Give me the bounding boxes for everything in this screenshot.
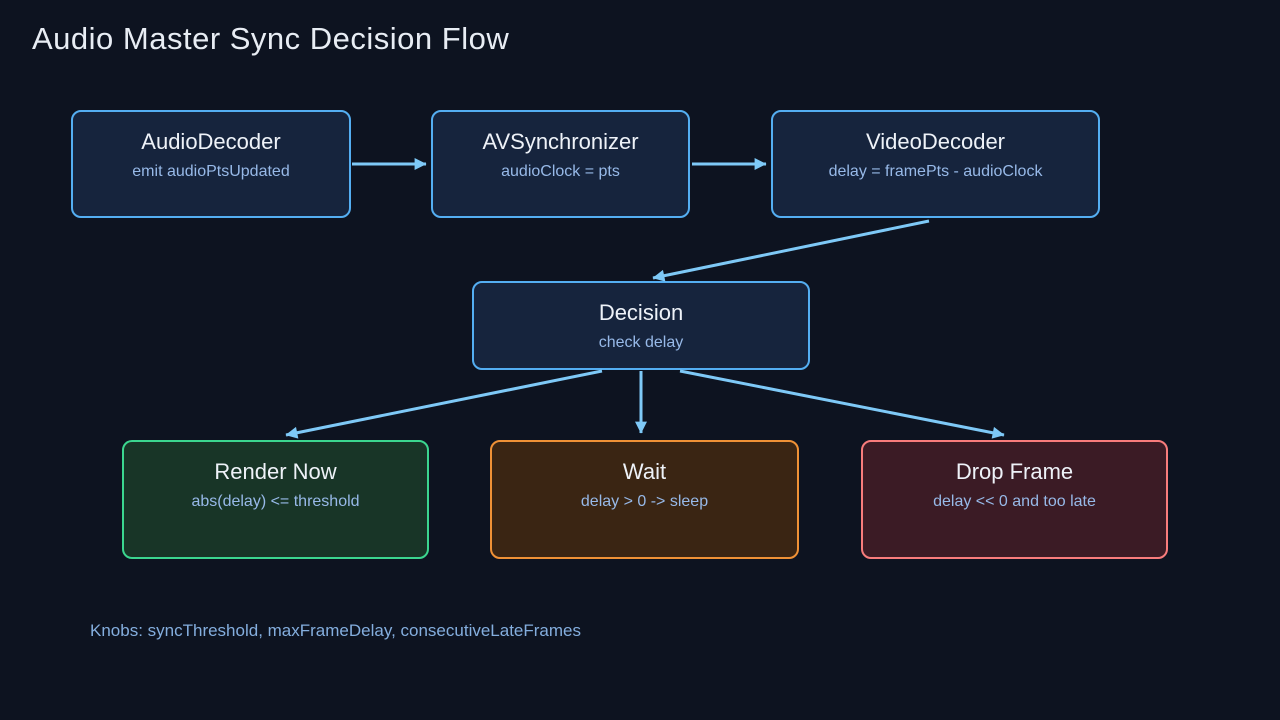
edge-videodecoder-to-decision	[652, 219, 930, 282]
node-wait-title: Wait	[622, 459, 667, 484]
node-audio-decoder-subtitle: emit audioPtsUpdated	[132, 163, 290, 180]
node-decision-title: Decision	[598, 300, 684, 325]
node-audio-decoder: AudioDecoder emit audioPtsUpdated	[71, 110, 351, 218]
node-av-synchronizer: AVSynchronizer audioClock = pts	[431, 110, 690, 218]
node-drop-frame-title: Drop Frame	[955, 459, 1074, 484]
page-title: Audio Master Sync Decision Flow	[32, 21, 510, 56]
node-render-now-title: Render Now	[214, 459, 337, 484]
node-wait-subtitle: delay > 0 -> sleep	[580, 493, 709, 510]
node-render-now-subtitle: abs(delay) <= threshold	[191, 493, 360, 510]
node-av-synchronizer-subtitle: audioClock = pts	[501, 163, 620, 180]
node-decision-subtitle: check delay	[598, 334, 684, 351]
edge-decision-to-dropframe	[679, 369, 1005, 439]
node-audio-decoder-title: AudioDecoder	[141, 129, 281, 154]
node-render-now: Render Now abs(delay) <= threshold	[122, 440, 429, 559]
node-video-decoder-subtitle: delay = framePts - audioClock	[828, 163, 1043, 180]
edge-decision-to-rendernow	[285, 369, 603, 439]
knobs-note: Knobs: syncThreshold, maxFrameDelay, con…	[90, 621, 581, 640]
node-wait: Wait delay > 0 -> sleep	[490, 440, 799, 559]
node-av-synchronizer-title: AVSynchronizer	[482, 129, 639, 154]
node-drop-frame-subtitle: delay << 0 and too late	[933, 493, 1096, 510]
node-video-decoder-title: VideoDecoder	[865, 129, 1006, 154]
node-video-decoder: VideoDecoder delay = framePts - audioClo…	[771, 110, 1100, 218]
node-decision: Decision check delay	[472, 281, 810, 370]
node-drop-frame: Drop Frame delay << 0 and too late	[861, 440, 1168, 559]
